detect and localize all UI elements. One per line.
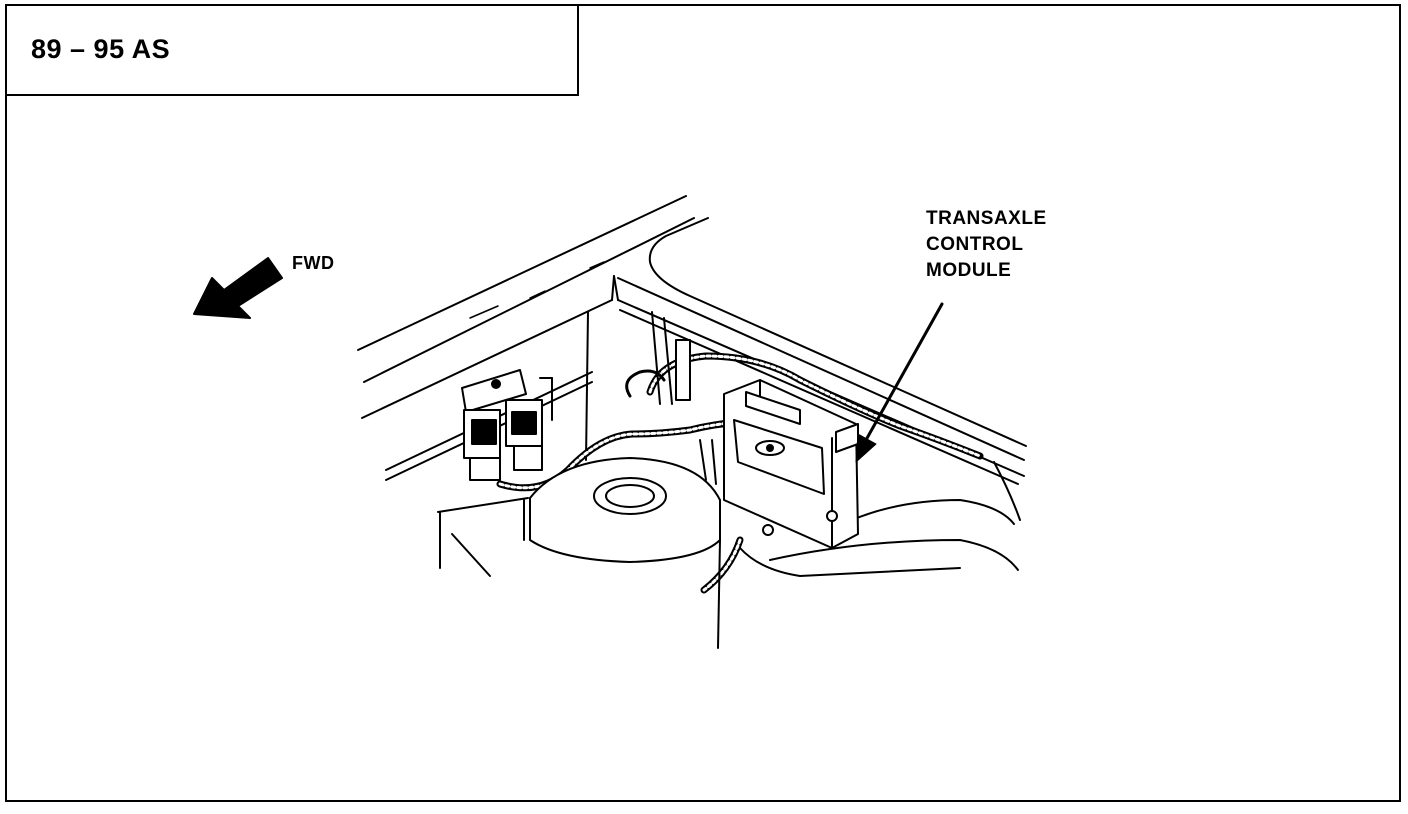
tcm-label-line-3: MODULE	[926, 260, 1012, 281]
tcm-leader-arrow	[855, 302, 944, 463]
strut-mount	[437, 457, 721, 649]
tcm-label: TRANSAXLE CONTROL MODULE	[926, 206, 1047, 284]
title-box: 89 – 95 AS	[5, 4, 579, 96]
mounting-bracket	[651, 311, 717, 485]
tcm-label-line-2: CONTROL	[926, 234, 1024, 255]
relay-cluster	[461, 369, 553, 481]
page-title: 89 – 95 AS	[31, 34, 171, 64]
transaxle-control-module	[723, 379, 859, 549]
strut-tower-panel	[613, 217, 1027, 577]
tcm-label-line-1: TRANSAXLE	[926, 208, 1047, 229]
fwd-label: FWD	[292, 253, 335, 273]
arrow-down-left-icon	[193, 257, 283, 319]
diagram-frame	[5, 4, 1401, 802]
